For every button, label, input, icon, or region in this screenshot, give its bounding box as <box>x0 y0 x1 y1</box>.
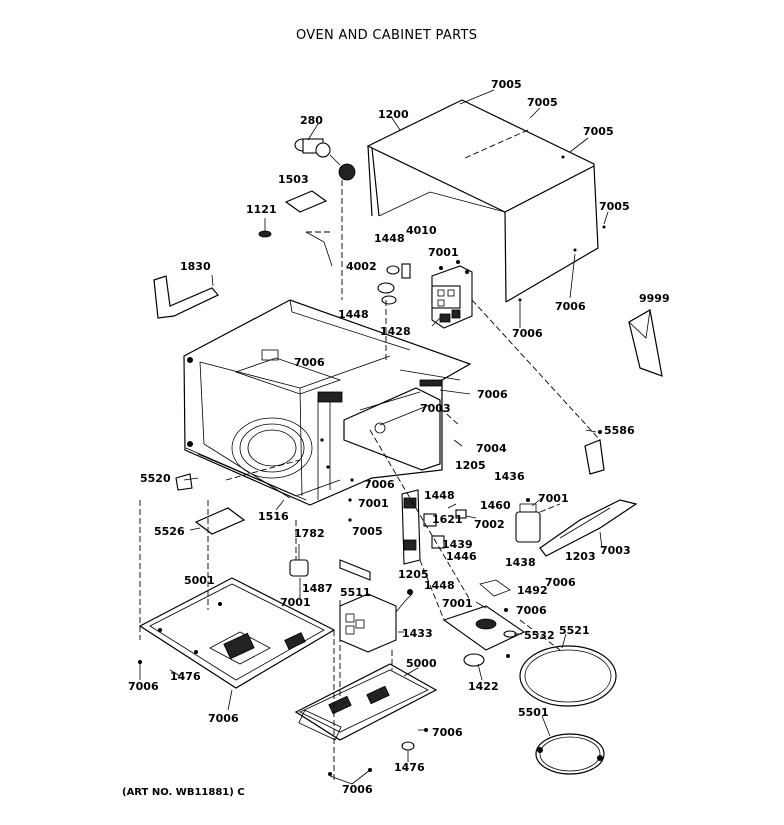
label-7001: 7001 <box>358 497 389 510</box>
magnetron <box>431 260 473 329</box>
label-7005: 7005 <box>527 96 558 109</box>
label-7001: 7001 <box>538 492 569 505</box>
label-7006: 7006 <box>512 327 543 340</box>
label-7006: 7006 <box>545 576 576 589</box>
label-7005: 7005 <box>583 125 614 138</box>
label-7001: 7001 <box>280 596 311 609</box>
label-7005: 7005 <box>491 78 522 91</box>
label-1460: 1460 <box>480 499 511 512</box>
label-7001: 7001 <box>442 597 473 610</box>
label-1200: 1200 <box>378 108 409 121</box>
label-1503: 1503 <box>278 173 309 186</box>
part-labels: 7005 7005 7005 7005 1200 280 1503 1121 1… <box>128 78 670 796</box>
label-7006: 7006 <box>208 712 239 725</box>
label-1121: 1121 <box>246 203 277 216</box>
turntable-glass <box>519 645 617 707</box>
label-1487: 1487 <box>302 582 333 595</box>
label-1446: 1446 <box>446 550 477 563</box>
label-1476: 1476 <box>170 670 201 683</box>
guide-lines <box>139 180 601 780</box>
label-1782: 1782 <box>294 527 325 540</box>
leader-lines <box>139 89 609 785</box>
label-7006: 7006 <box>342 783 373 796</box>
stirrer-motor <box>289 544 309 577</box>
label-7003: 7003 <box>600 544 631 557</box>
turntable-drive <box>442 579 526 667</box>
label-5532: 5532 <box>524 629 555 642</box>
fan-motor <box>294 138 356 181</box>
label-1203: 1203 <box>565 550 596 563</box>
screw-dots <box>138 430 602 776</box>
thermal-cutouts <box>377 263 411 305</box>
clip-1121 <box>258 218 272 238</box>
bracket-1830 <box>153 275 219 319</box>
switch-holder <box>401 489 467 565</box>
label-7001: 7001 <box>428 246 459 259</box>
label-7006: 7006 <box>555 300 586 313</box>
hinge-5520 <box>175 473 193 491</box>
art-number: (ART NO. WB11881) C <box>122 787 245 798</box>
label-1830: 1830 <box>180 260 211 273</box>
label-7006: 7006 <box>432 726 463 739</box>
fuse-5511 <box>339 559 371 581</box>
label-7004: 7004 <box>476 442 507 455</box>
capacitor-1438 <box>515 498 541 543</box>
label-7005: 7005 <box>352 525 383 538</box>
label-1433: 1433 <box>402 627 433 640</box>
lever-1203 <box>539 499 638 557</box>
label-7002: 7002 <box>474 518 505 531</box>
label-1448: 1448 <box>424 489 455 502</box>
label-1436: 1436 <box>494 470 525 483</box>
page-title: OVEN AND CABINET PARTS <box>296 28 478 43</box>
label-5511: 5511 <box>340 586 371 599</box>
label-1516: 1516 <box>258 510 289 523</box>
label-1439: 1439 <box>442 538 473 551</box>
bracket-5586 <box>584 439 605 475</box>
label-7006: 7006 <box>477 388 508 401</box>
manual-9999 <box>628 309 663 377</box>
oven-cavity <box>183 299 472 506</box>
label-5526: 5526 <box>154 525 185 538</box>
pad-5526 <box>194 507 246 535</box>
label-1205: 1205 <box>455 459 486 472</box>
label-5520: 5520 <box>140 472 171 485</box>
label-9999: 9999 <box>639 292 670 305</box>
label-7003: 7003 <box>420 402 451 415</box>
label-4002: 4002 <box>346 260 377 273</box>
label-1205: 1205 <box>398 568 429 581</box>
label-7005: 7005 <box>599 200 630 213</box>
label-4010: 4010 <box>406 224 437 237</box>
label-1428: 1428 <box>380 325 411 338</box>
chassis-bracket <box>343 369 461 471</box>
label-7006: 7006 <box>294 356 325 369</box>
label-1438: 1438 <box>505 556 536 569</box>
label-5001: 5001 <box>184 574 215 587</box>
base-plate-lower <box>294 663 438 751</box>
label-5000: 5000 <box>406 657 437 670</box>
label-1422: 1422 <box>468 680 499 693</box>
label-1476: 1476 <box>394 761 425 774</box>
outer-cabinet <box>366 99 606 303</box>
label-5521: 5521 <box>559 624 590 637</box>
label-1492: 1492 <box>517 584 548 597</box>
label-1621: 1621 <box>432 513 463 526</box>
pad-1503 <box>284 190 328 213</box>
label-1448: 1448 <box>424 579 455 592</box>
label-7006: 7006 <box>516 604 547 617</box>
label-1448: 1448 <box>338 308 369 321</box>
label-5501: 5501 <box>518 706 549 719</box>
label-7006: 7006 <box>364 478 395 491</box>
label-280: 280 <box>300 114 323 127</box>
label-7006: 7006 <box>128 680 159 693</box>
label-1448: 1448 <box>374 232 405 245</box>
label-5586: 5586 <box>604 424 635 437</box>
roller-ring <box>535 733 605 775</box>
